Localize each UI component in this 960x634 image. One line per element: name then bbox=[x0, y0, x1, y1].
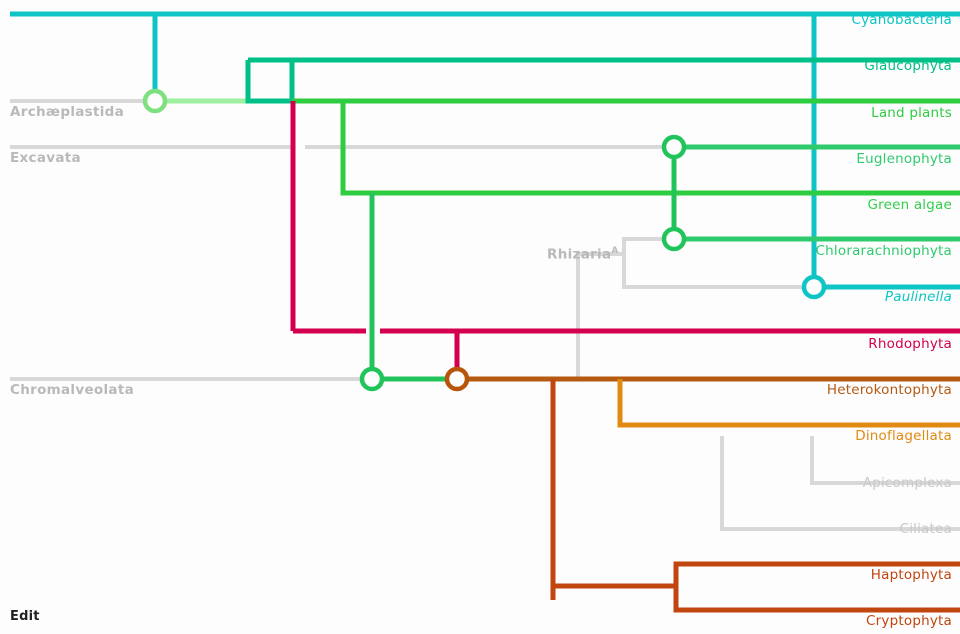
taxon-label-rhodophyta: Rhodophyta bbox=[868, 336, 952, 352]
euglenophyta-node-icon[interactable] bbox=[661, 134, 687, 160]
group-label-rhizaria: RhizariaA bbox=[547, 246, 619, 263]
group-label-excavata-text: Excavata bbox=[10, 150, 81, 166]
taxon-label-euglenophyta: Euglenophyta bbox=[856, 151, 952, 167]
taxon-label-land-plants: Land plants bbox=[871, 105, 952, 121]
grey-path-ciliatea bbox=[720, 436, 960, 531]
branch-glaucophyta bbox=[248, 57, 960, 101]
green-secondary-node-icon[interactable] bbox=[359, 366, 385, 392]
branch-green-algae bbox=[340, 101, 960, 196]
branch-glaucophyta-riser bbox=[245, 60, 292, 104]
paulinella-node-icon[interactable] bbox=[801, 274, 827, 300]
archaeplastida-crown bbox=[163, 57, 960, 196]
taxon-label-heterokontophyta: Heterokontophyta bbox=[826, 382, 952, 398]
taxon-label-paulinella: Paulinella bbox=[884, 289, 952, 305]
taxon-label-ciliatea: Ciliatea bbox=[899, 521, 952, 537]
group-label-chromalveolata: Chromalveolata bbox=[10, 382, 134, 398]
taxon-label-cyanobacteria: Cyanobacteria bbox=[851, 12, 952, 28]
chromalveolata-crown bbox=[464, 376, 960, 613]
group-label-excavata: Excavata bbox=[10, 150, 81, 166]
rhodophyta-lineage bbox=[290, 101, 960, 372]
grey-path-rhizaria-paulinella bbox=[622, 254, 810, 289]
group-label-rhizaria-text: Rhizaria bbox=[547, 246, 612, 263]
taxon-label-green-algae: Green algae bbox=[867, 197, 952, 213]
taxon-label-cryptophyta: Cryptophyta bbox=[866, 613, 952, 629]
group-label-archaeplastida-text: Archæplastida bbox=[10, 104, 125, 120]
edit-link[interactable]: Edit bbox=[10, 609, 40, 624]
endosymbiosis-nodes-group bbox=[142, 88, 827, 392]
grey-backbone-group bbox=[10, 99, 960, 531]
chlorarachniophyta-node-icon[interactable] bbox=[661, 226, 687, 252]
taxon-label-glaucophyta: Glaucophyta bbox=[864, 58, 952, 74]
taxon-label-apicomplexa: Apicomplexa bbox=[862, 475, 952, 491]
taxon-label-chlorarachniophyta: Chlorarachniophyta bbox=[815, 243, 952, 259]
branch-dinoflagellata bbox=[617, 379, 960, 428]
red-secondary-node-icon[interactable] bbox=[444, 366, 470, 392]
group-label-rhizaria-superscript: A bbox=[611, 245, 619, 256]
branch-haptophyta bbox=[673, 561, 960, 586]
taxon-label-haptophyta: Haptophyta bbox=[870, 567, 952, 583]
archaeplastida-node-icon[interactable] bbox=[142, 88, 168, 114]
group-label-chromalveolata-text: Chromalveolata bbox=[10, 382, 134, 398]
taxon-label-dinoflagellata: Dinoflagellata bbox=[855, 428, 952, 444]
branch-cryptophyta bbox=[673, 586, 960, 613]
green-secondary-endosymbiosis bbox=[369, 144, 960, 382]
group-label-archaeplastida: Archæplastida bbox=[10, 104, 124, 120]
